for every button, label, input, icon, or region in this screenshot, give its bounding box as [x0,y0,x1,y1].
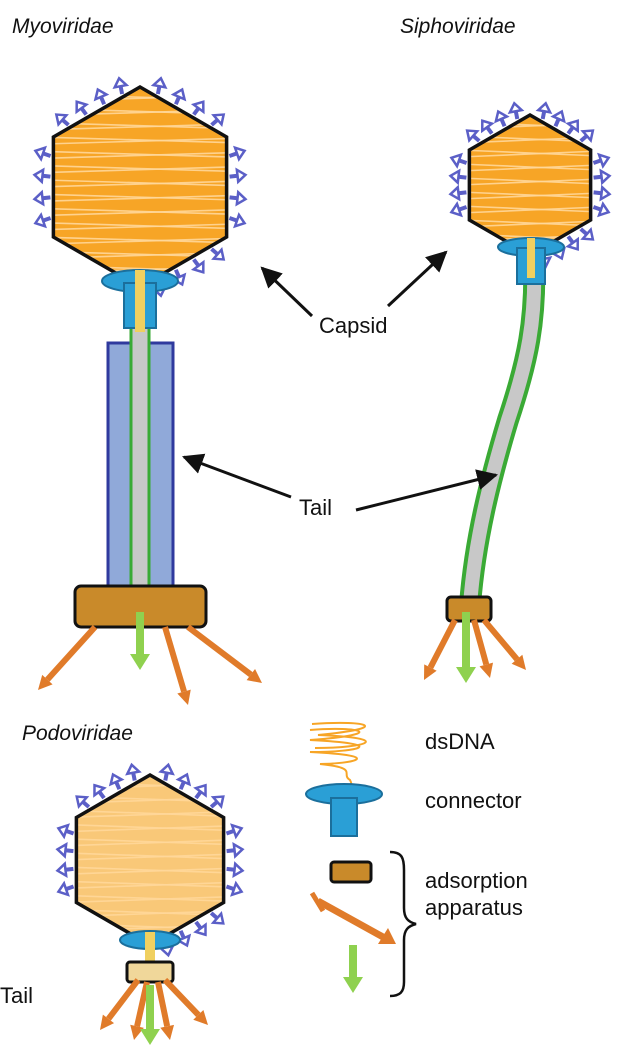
siphoviridae-label: Siphoviridae [400,15,516,38]
siphoviridae-connector [498,238,564,284]
legend-adsorption-label-1: adsorption [425,868,528,893]
myoviridae-label: Myoviridae [12,15,114,38]
legend-connector-label: connector [425,788,522,813]
siphoviridae-tail-fibers [424,620,526,680]
siphoviridae-phage [424,103,609,683]
tail-arrow-left [184,457,291,497]
myoviridae-tail-tube [131,300,149,592]
myoviridae-capsid [40,81,240,287]
podoviridae-capsid [65,769,235,945]
capsid-arrow-right [388,252,446,306]
legend-tail-fiber-icon [312,893,396,944]
capsid-arrow-left [262,268,312,316]
capsid-label: Capsid [319,313,387,338]
tail-label: Tail [299,495,332,520]
podoviridae-tail-label: Tail [0,983,33,1008]
legend-baseplate-icon [331,862,371,882]
podoviridae-phage [58,765,243,1045]
podoviridae-connector [120,931,180,962]
legend-brace [390,852,416,996]
myoviridae-phage [35,78,262,705]
legend: dsDNA connector adsorption apparatus [306,723,528,996]
podoviridae-label: Podoviridae [22,722,133,745]
myoviridae-connector [102,270,178,332]
siphoviridae-capsid [460,109,600,255]
legend-connector-icon [306,784,382,836]
legend-dsdna-label: dsDNA [425,729,495,754]
legend-adsorption-label-2: apparatus [425,895,523,920]
legend-injection-arrow-icon [343,945,363,993]
callout-arrows [184,252,496,510]
myoviridae-tail-fibers [38,627,262,705]
